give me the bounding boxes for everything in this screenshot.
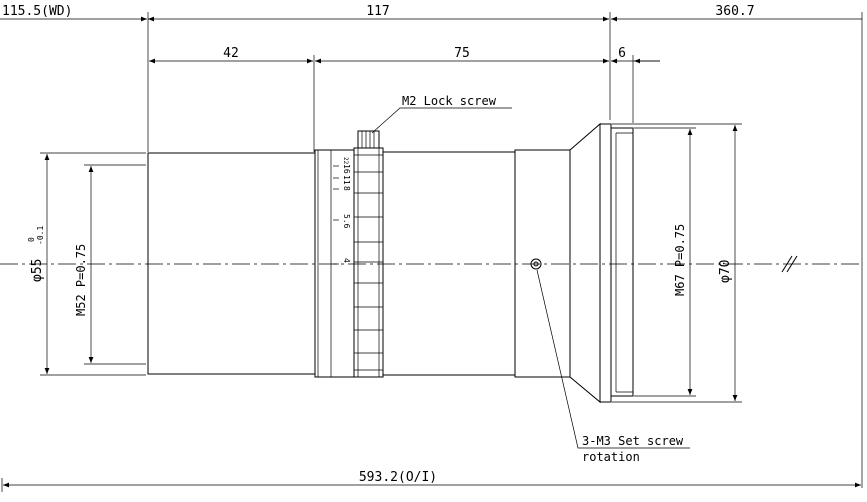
rear-cone (569, 122, 601, 404)
lock-screw-head (357, 130, 380, 149)
aperture-16: 16 (342, 164, 351, 174)
m52-label: M52 P=0.75 (74, 244, 88, 316)
aperture-11: 11 (342, 175, 351, 185)
dia55-tol-upper: 0 (27, 237, 36, 242)
m67-label: M67 P=0.75 (673, 224, 687, 296)
length-75-label: 75 (454, 46, 470, 61)
dia55-label: φ55 (30, 259, 45, 282)
set-screw-leader (536, 269, 690, 449)
aperture-8: 8 (342, 186, 351, 191)
rear-barrel-step (514, 149, 571, 378)
rear-mount (610, 127, 634, 397)
ring-knurl-lines (354, 154, 383, 371)
dia70-label: φ70 (718, 260, 733, 283)
lock-screw-label: M2 Lock screw (402, 94, 497, 108)
lock-screw-knurl (361, 131, 375, 148)
aperture-4: 4 (342, 258, 351, 263)
axis-break-mark (781, 255, 798, 273)
aperture-22: 22 (342, 157, 349, 165)
rear-flange (599, 123, 612, 403)
rear-barrel (382, 151, 516, 376)
front-barrel (147, 152, 316, 375)
length-6-label: 6 (618, 46, 626, 61)
wd-label: 115.5(WD) (2, 4, 72, 19)
total-oi-label: 593.2(O/I) (359, 470, 437, 485)
aperture-5-6: 5.6 (342, 214, 351, 229)
set-screw-label-rotation: rotation (582, 450, 640, 464)
length-117-label: 117 (366, 4, 389, 19)
set-screw-label: 3-M3 Set screw (582, 434, 684, 448)
distance-360-label: 360.7 (715, 4, 754, 19)
lock-screw-leader (371, 107, 512, 134)
aperture-ring-housing (314, 149, 355, 378)
dia55-tol-lower: -0.1 (36, 226, 45, 245)
aperture-ring (353, 147, 384, 378)
length-42-label: 42 (223, 46, 239, 61)
dia55-label-group: φ55 0 -0.1 (27, 226, 45, 282)
